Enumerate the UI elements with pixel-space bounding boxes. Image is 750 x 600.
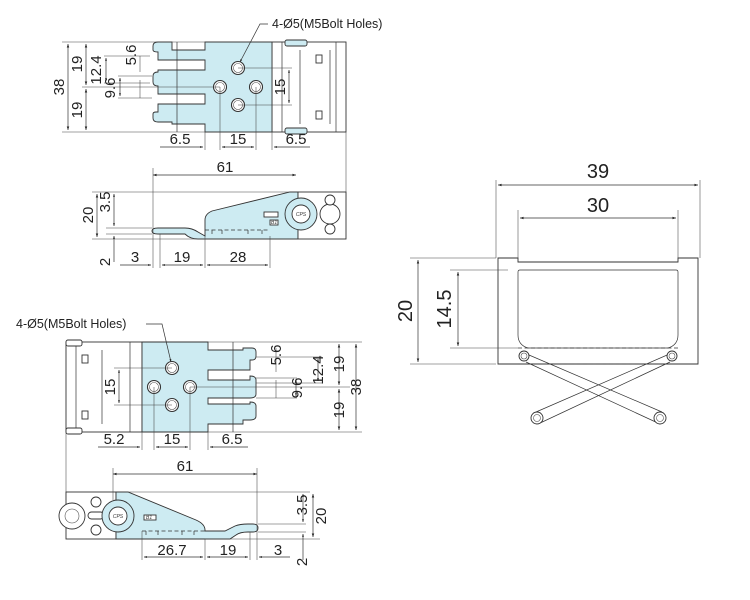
dim-left-offset: 6.5 <box>170 131 191 148</box>
dim-slot-width-b: 5.6 <box>268 345 285 366</box>
dim-slot-pitch: 12.4 <box>88 55 105 84</box>
cross-links <box>518 350 678 425</box>
dim-half-lower-b: 19 <box>331 402 348 419</box>
cross-section-view: 39 30 20 14.5 <box>395 161 701 425</box>
chain-link-outline <box>271 39 347 135</box>
dim-tip-b: 3 <box>274 542 282 559</box>
dim-neck-b: 19 <box>220 542 237 559</box>
top-plan-view: 38 19 19 12.4 5.6 9.6 15 6.5 15 6.5 4-Ø5… <box>51 17 382 200</box>
dim-top-step-b: 3.5 <box>294 495 311 516</box>
bottom-plan-view: 38 19 19 12.4 5.6 9.6 15 5.2 15 6.5 4-Ø5… <box>16 317 365 500</box>
dim-hole-pitch-horizontal: 15 <box>230 131 247 148</box>
dim-hole-pitch-vertical-b: 15 <box>102 379 119 396</box>
dim-half-upper-b: 19 <box>331 356 348 373</box>
code-top: B1 <box>271 220 277 226</box>
dim-center-slot-b: 9.6 <box>289 378 306 399</box>
dim-height-b: 20 <box>313 508 330 525</box>
dim-outer-width: 39 <box>587 161 609 183</box>
dim-base: 28 <box>230 249 247 266</box>
code-bottom: B1 <box>146 515 152 521</box>
cps-logo-bottom: CPS <box>113 514 124 520</box>
dim-inner-width: 30 <box>587 195 609 217</box>
dim-outer-height: 20 <box>395 300 417 322</box>
dim-base-b: 26.7 <box>157 542 186 559</box>
dim-left-offset-b: 5.2 <box>104 431 125 448</box>
dim-height: 20 <box>80 207 97 224</box>
top-side-view: CPS B1 61 20 3.5 2 3 19 28 <box>80 159 347 268</box>
dim-center-slot: 9.6 <box>102 78 119 99</box>
dim-bottom-gap-b: 2 <box>294 558 311 566</box>
dim-hole-pitch-vertical: 15 <box>272 79 289 96</box>
dim-half-upper: 19 <box>69 56 86 73</box>
dim-overall-length-b: 61 <box>177 458 194 475</box>
dim-overall-height: 38 <box>51 79 68 96</box>
bolt-holes-top <box>212 60 264 113</box>
dim-top-step: 3.5 <box>97 192 114 213</box>
dim-bottom-gap: 2 <box>97 258 114 266</box>
dim-right-offset-b: 6.5 <box>222 431 243 448</box>
dim-overall-length: 61 <box>217 159 234 176</box>
dim-slot-width: 5.6 <box>123 45 140 66</box>
chain-link-outline-bottom <box>65 339 143 435</box>
dim-inner-height: 14.5 <box>434 290 456 329</box>
bracket-side-bottom <box>115 491 259 540</box>
dim-hole-pitch-horizontal-b: 15 <box>164 431 181 448</box>
cps-logo-top: CPS <box>296 212 307 218</box>
dim-overall-height-b: 38 <box>348 379 365 396</box>
dim-slot-pitch-b: 12.4 <box>310 355 327 384</box>
dim-tip: 3 <box>131 249 139 266</box>
dim-neck: 19 <box>174 249 191 266</box>
bottom-side-view: CPS B1 61 20 3.5 2 26.7 19 3 <box>58 458 330 566</box>
dim-half-lower: 19 <box>69 102 86 119</box>
bolt-hole-note-top: 4-Ø5(M5Bolt Holes) <box>272 17 382 31</box>
bolt-hole-note-bottom: 4-Ø5(M5Bolt Holes) <box>16 317 126 331</box>
dim-right-offset: 6.5 <box>286 131 307 148</box>
